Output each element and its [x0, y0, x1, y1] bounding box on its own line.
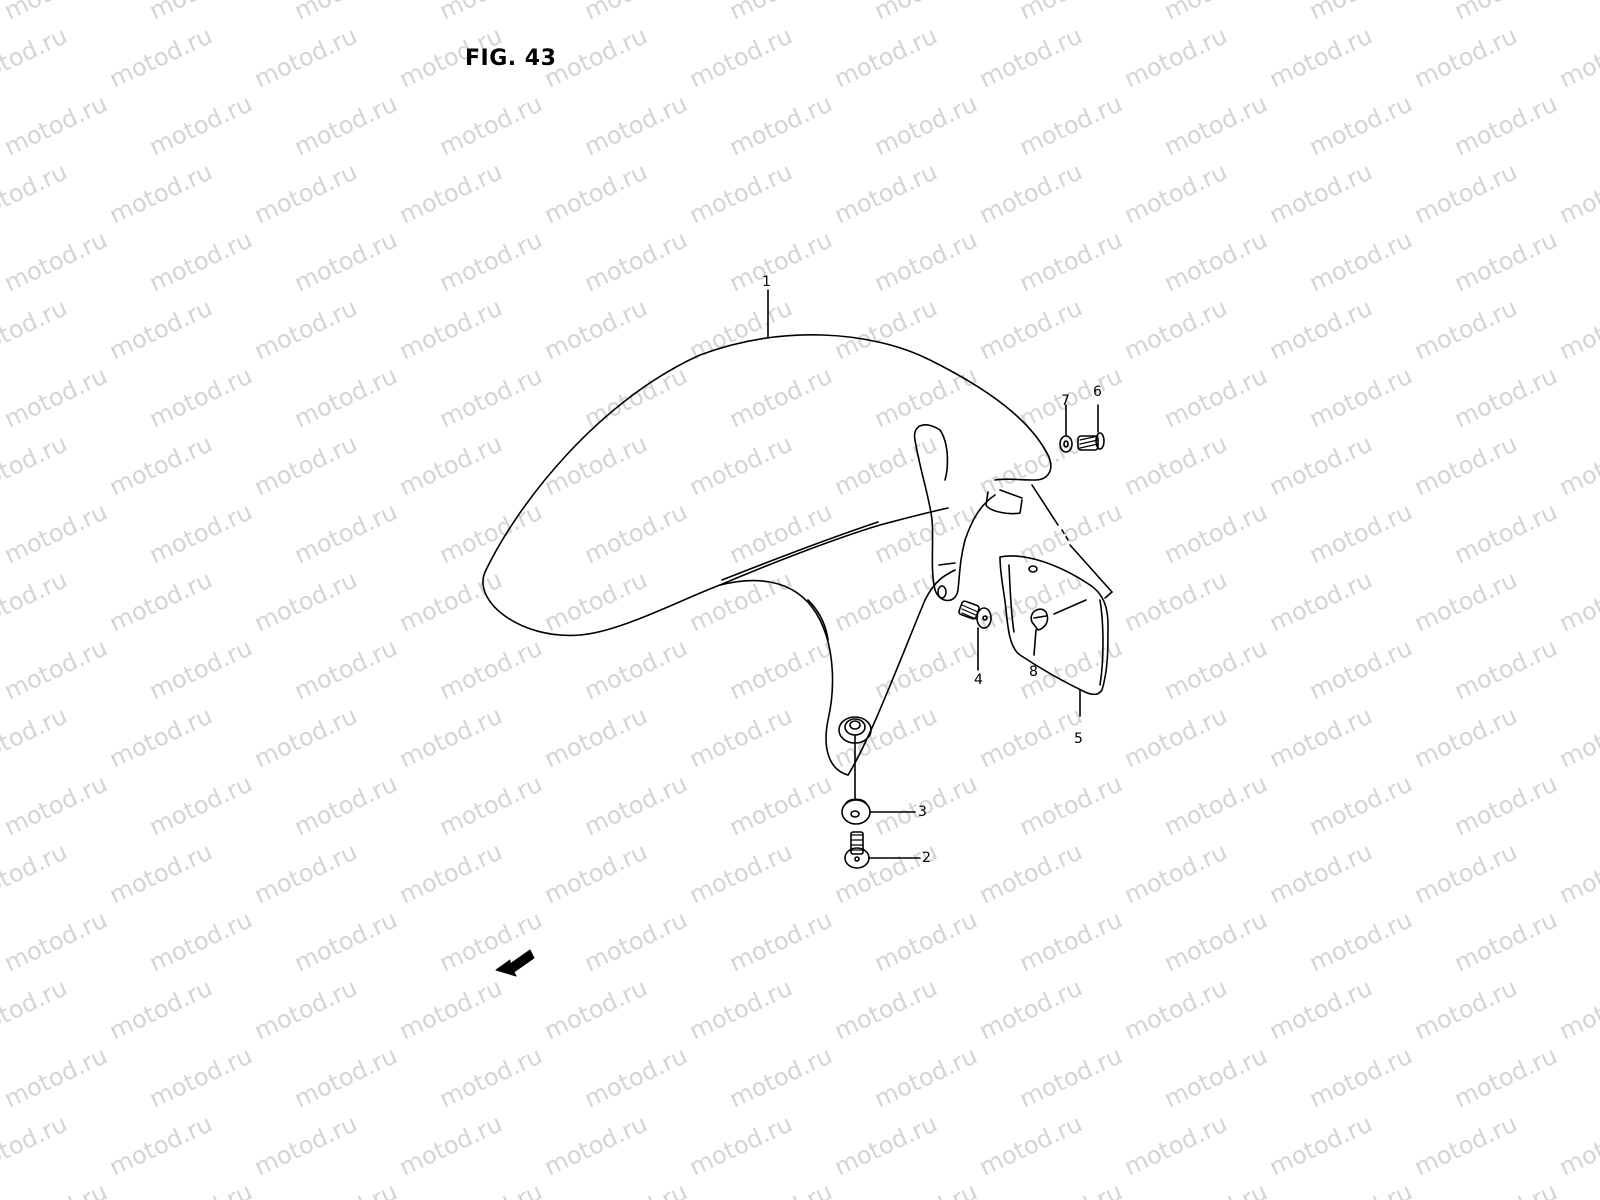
- front-fender-drawing: [482, 289, 1113, 776]
- washer-7-drawing: [1059, 404, 1073, 453]
- callout-8: 8: [1029, 664, 1038, 680]
- callout-5: 5: [1074, 731, 1083, 747]
- screw-6-drawing: [1077, 404, 1105, 451]
- fender-plate-drawing: [999, 555, 1109, 717]
- figure-title: FIG. 43: [465, 46, 557, 71]
- screw-4-drawing: [958, 600, 992, 671]
- callout-2: 2: [922, 850, 931, 866]
- callout-6: 6: [1093, 384, 1102, 400]
- washer-3-drawing: [841, 734, 916, 825]
- callout-1: 1: [762, 274, 771, 290]
- nut-drawing: [1030, 608, 1049, 656]
- fwd-arrow-icon: [495, 949, 535, 977]
- callout-7: 7: [1061, 393, 1070, 409]
- callout-4: 4: [974, 672, 983, 688]
- bolt-2-drawing: [844, 831, 921, 869]
- callout-3: 3: [918, 804, 927, 820]
